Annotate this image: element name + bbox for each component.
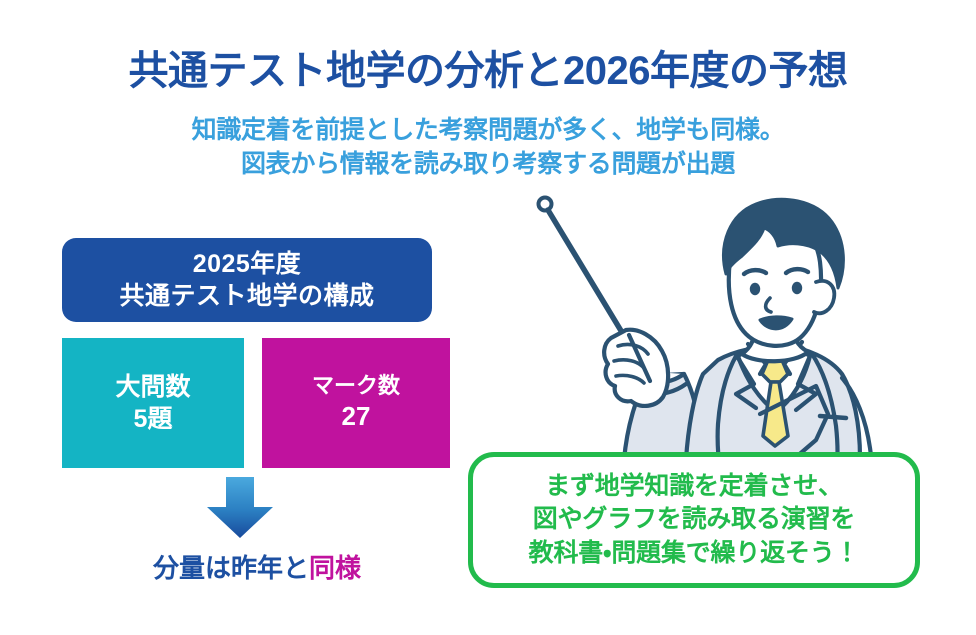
structure-heading-line-1: 2025年度: [192, 250, 302, 278]
subtitle-line-2: 図表から情報を読み取り考察する問題が出題: [240, 149, 735, 178]
stat-card-mark-count: マーク数 27: [262, 338, 450, 468]
advice-line-2: 図やグラフを読み取る演習を: [532, 505, 856, 534]
volume-conclusion-highlight: 同様: [309, 553, 362, 583]
stat-label-mark-count: マーク数: [311, 372, 400, 398]
down-arrow-icon: [200, 477, 280, 539]
structure-heading-line-2: 共通テスト地学の構成: [119, 282, 375, 310]
volume-conclusion: 分量は昨年と同様: [62, 548, 452, 585]
page-title: 共通テスト地学の分析と2026年度の予想: [128, 49, 848, 93]
stat-card-large-questions: 大問数 5題: [62, 338, 244, 468]
stat-value-large-questions: 5題: [133, 405, 173, 433]
advice-callout: まず地学知識を定着させ、 図やグラフを読み取る演習を 教科書・問題集で繰り返そう…: [468, 452, 920, 588]
advice-line-3: 教科書・問題集で繰り返そう！: [528, 538, 860, 567]
teacher-with-pointer-illustration: [498, 188, 918, 491]
structure-panel-heading: 2025年度 共通テスト地学の構成: [62, 238, 432, 322]
stat-label-large-questions: 大問数: [115, 372, 191, 401]
subtitle-line-1: 知識定着を前提とした考察問題が多く、地学も同様。: [191, 116, 785, 144]
advice-line-1: まず地学知識を定着させ、: [545, 472, 843, 501]
page-subtitle: 知識定着を前提とした考察問題が多く、地学も同様。 図表から情報を読み取り考察する…: [0, 114, 976, 182]
volume-conclusion-prefix: 分量は昨年と: [152, 553, 309, 583]
stat-value-mark-count: 27: [341, 401, 371, 432]
